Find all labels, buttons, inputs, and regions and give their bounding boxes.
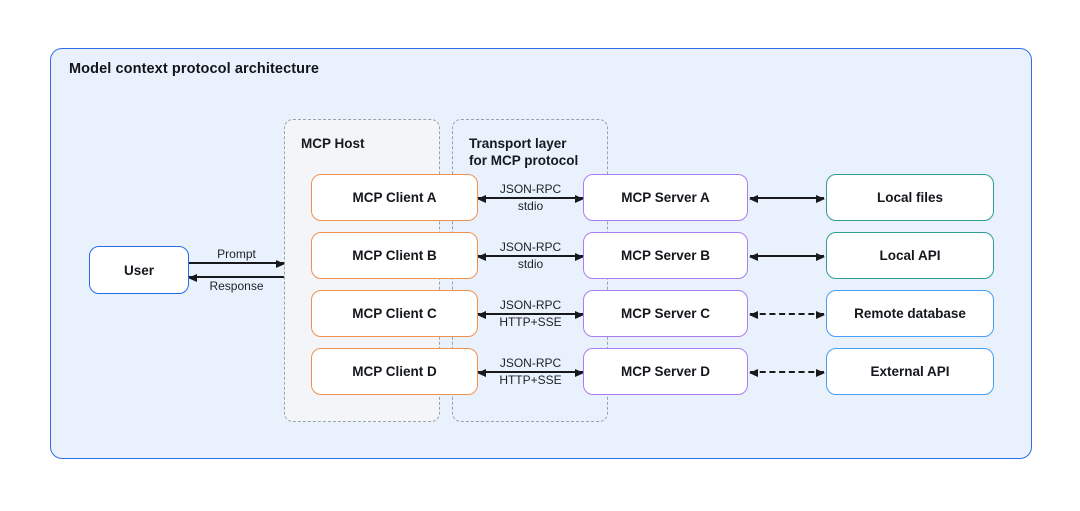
server-resource-arrow-a xyxy=(749,194,825,203)
protocol-label-b-line2: stdio xyxy=(517,256,544,271)
protocol-label-b-line1: JSON-RPC xyxy=(499,239,562,254)
server-node-a: MCP Server A xyxy=(583,174,748,221)
server-resource-arrow-d xyxy=(749,368,825,377)
transport-layer-label: Transport layer for MCP protocol xyxy=(469,135,578,169)
prompt-arrow xyxy=(189,260,285,268)
transport-layer-label-line1: Transport layer xyxy=(469,136,567,151)
client-node-b: MCP Client B xyxy=(311,232,478,279)
client-server-arrow-a xyxy=(477,194,584,203)
transport-layer-label-line2: for MCP protocol xyxy=(469,153,579,168)
resource-node-external-api: External API xyxy=(826,348,994,395)
server-node-c: MCP Server C xyxy=(583,290,748,337)
client-server-arrow-b xyxy=(477,252,584,261)
protocol-label-d-line1: JSON-RPC xyxy=(499,355,562,370)
mcp-architecture-panel: Model context protocol architecture MCP … xyxy=(50,48,1032,459)
protocol-label-d-line2: HTTP+SSE xyxy=(499,372,562,387)
protocol-label-c-line1: JSON-RPC xyxy=(499,297,562,312)
client-server-arrow-d xyxy=(477,368,584,377)
client-server-arrow-c xyxy=(477,310,584,319)
server-node-d: MCP Server D xyxy=(583,348,748,395)
user-node: User xyxy=(89,246,189,294)
client-node-c: MCP Client C xyxy=(311,290,478,337)
client-node-a: MCP Client A xyxy=(311,174,478,221)
server-node-b: MCP Server B xyxy=(583,232,748,279)
resource-node-local-files: Local files xyxy=(826,174,994,221)
prompt-arrow-label: Prompt xyxy=(217,247,256,261)
mcp-host-label: MCP Host xyxy=(301,136,365,151)
resource-node-remote-database: Remote database xyxy=(826,290,994,337)
resource-node-local-api: Local API xyxy=(826,232,994,279)
client-node-d: MCP Client D xyxy=(311,348,478,395)
server-resource-arrow-b xyxy=(749,252,825,261)
server-resource-arrow-c xyxy=(749,310,825,319)
protocol-label-a-line2: stdio xyxy=(517,198,544,213)
protocol-label-a-line1: JSON-RPC xyxy=(499,181,562,196)
response-arrow-label: Response xyxy=(209,279,264,293)
diagram-title: Model context protocol architecture xyxy=(69,61,320,77)
protocol-label-c-line2: HTTP+SSE xyxy=(499,314,562,329)
response-arrow xyxy=(188,274,284,282)
